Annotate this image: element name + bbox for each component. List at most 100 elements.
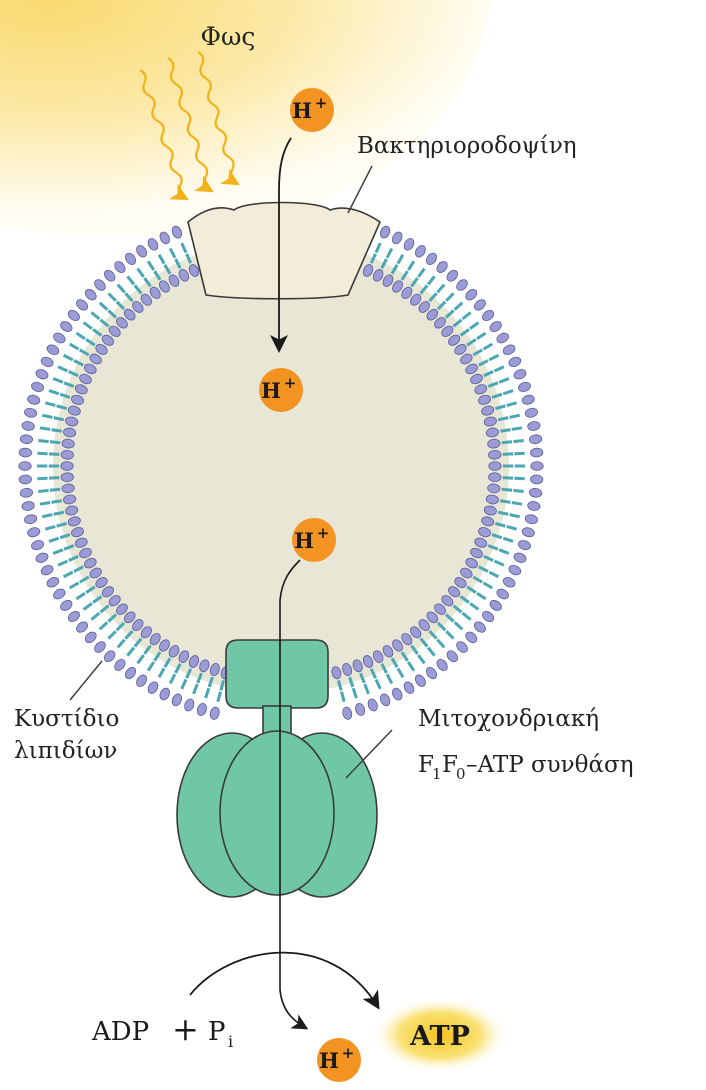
lipid-head-outer bbox=[102, 649, 117, 664]
svg-text:+: + bbox=[317, 524, 330, 542]
lipid-head-outer bbox=[402, 237, 416, 252]
lipid-head-outer bbox=[435, 259, 450, 274]
lipid-head-outer bbox=[52, 331, 67, 345]
lipid-head-outer bbox=[495, 331, 510, 345]
lipid-tail-inner bbox=[503, 454, 513, 455]
proton-ion-outside: H + bbox=[290, 88, 334, 132]
lipid-tail-outer bbox=[435, 637, 444, 647]
lipid-head-outer bbox=[366, 698, 379, 713]
lipid-head-outer bbox=[83, 630, 98, 645]
lipid-head-outer bbox=[59, 320, 74, 334]
svg-text:–ATP συνθάση: –ATP συνθάση bbox=[466, 752, 634, 778]
lipid-head-outer bbox=[135, 673, 149, 688]
lipid-head-outer bbox=[35, 368, 50, 381]
lipid-tail-outer bbox=[510, 490, 524, 491]
lipid-head-outer bbox=[472, 298, 487, 313]
lipid-head-outer bbox=[146, 237, 160, 252]
lipid-tail-outer bbox=[100, 620, 110, 629]
lipid-tail-outer bbox=[91, 611, 102, 620]
lipid-head-outer bbox=[517, 381, 532, 393]
svg-text:H: H bbox=[294, 528, 314, 553]
lipid-head-outer bbox=[102, 268, 117, 283]
lipid-head-outer bbox=[123, 666, 137, 681]
lipid-tail-inner bbox=[498, 512, 508, 514]
lipid-head-outer bbox=[183, 698, 196, 713]
lipid-tail-inner bbox=[498, 418, 508, 420]
lipid-head-outer bbox=[113, 657, 128, 672]
lipid-tail-outer bbox=[444, 293, 454, 303]
lipid-head-outer bbox=[527, 421, 541, 432]
lipid-head-outer bbox=[488, 598, 503, 612]
lipid-tail-inner bbox=[500, 430, 510, 432]
lipid-head-outer bbox=[113, 259, 128, 274]
label-vesicle-line1: Κυστίδιο bbox=[14, 706, 119, 732]
lipid-head-outer bbox=[390, 230, 403, 245]
reaction-reactants: ADP + P i bbox=[91, 1010, 233, 1051]
lipid-tail-inner bbox=[50, 489, 60, 490]
svg-text:H: H bbox=[319, 1048, 339, 1073]
lipid-tail-inner bbox=[49, 478, 59, 479]
svg-text:+: + bbox=[315, 94, 328, 112]
lipid-head-inner bbox=[488, 472, 501, 481]
svg-text:0: 0 bbox=[456, 765, 466, 783]
lipid-head-outer bbox=[413, 244, 427, 259]
lipid-tail-outer bbox=[435, 285, 444, 295]
lipid-tail-outer bbox=[118, 285, 127, 295]
lipid-head-outer bbox=[83, 287, 98, 302]
lipid-head-outer bbox=[445, 268, 460, 283]
label-synthase-line1: Μιτοχονδριακή bbox=[418, 706, 599, 732]
lipid-tail-outer bbox=[452, 620, 462, 629]
lipid-tail-outer bbox=[108, 293, 118, 303]
lipid-tail-outer bbox=[452, 303, 462, 312]
lipid-head-outer bbox=[30, 381, 45, 393]
lipid-tail-outer bbox=[510, 440, 524, 441]
svg-text:P: P bbox=[208, 1017, 226, 1047]
lipid-head-outer bbox=[464, 287, 479, 302]
lipid-head-outer bbox=[66, 308, 81, 322]
lipid-head-outer bbox=[402, 680, 416, 695]
lipid-tail-outer bbox=[416, 269, 424, 280]
lipid-head-outer bbox=[472, 620, 487, 635]
atp-synthase-f0 bbox=[226, 640, 328, 708]
lipid-head-outer bbox=[19, 448, 32, 457]
lipid-head-outer bbox=[123, 251, 137, 266]
lipid-head-outer bbox=[158, 687, 171, 702]
lipid-head-outer bbox=[521, 394, 535, 406]
lipid-tail-outer bbox=[426, 645, 435, 656]
lipid-head-outer bbox=[40, 564, 55, 577]
lipid-tail-outer bbox=[416, 652, 424, 663]
lipid-head-outer bbox=[45, 343, 60, 356]
lipid-tail-outer bbox=[138, 652, 146, 663]
lipid-tail-inner bbox=[54, 512, 64, 514]
lipid-head-outer bbox=[507, 355, 522, 368]
lipid-head-outer bbox=[455, 640, 470, 655]
lipid-head-outer bbox=[52, 587, 67, 601]
lipid-tail-outer bbox=[100, 303, 110, 312]
lipid-head-outer bbox=[524, 514, 538, 525]
lipid-tail-outer bbox=[37, 453, 51, 454]
lipid-head-outer bbox=[40, 355, 55, 368]
lipid-head-outer bbox=[21, 421, 35, 432]
lipid-tail-inner bbox=[500, 501, 510, 503]
lipid-tail-outer bbox=[138, 269, 146, 280]
lipid-tail-outer bbox=[38, 490, 52, 491]
lipid-head-outer bbox=[30, 539, 45, 551]
lipid-tail-outer bbox=[426, 276, 435, 287]
label-bacteriorhodopsin: Βακτηριοροδοψίνη bbox=[357, 133, 577, 159]
lipid-head-outer bbox=[24, 514, 38, 525]
lipid-head-outer bbox=[464, 630, 479, 645]
svg-text:+: + bbox=[284, 374, 297, 392]
lipid-tail-inner bbox=[502, 442, 512, 443]
lipid-head-outer bbox=[341, 706, 353, 720]
lipid-tail-outer bbox=[460, 611, 471, 620]
lipid-head-outer bbox=[513, 551, 528, 564]
lipid-head-outer bbox=[445, 649, 460, 664]
lipid-head-outer bbox=[74, 620, 89, 635]
lipid-head-inner bbox=[489, 462, 501, 471]
lipid-head-outer bbox=[45, 575, 60, 588]
svg-text:H: H bbox=[292, 98, 312, 123]
lipid-head-outer bbox=[35, 551, 50, 564]
lipid-head-outer bbox=[413, 673, 427, 688]
